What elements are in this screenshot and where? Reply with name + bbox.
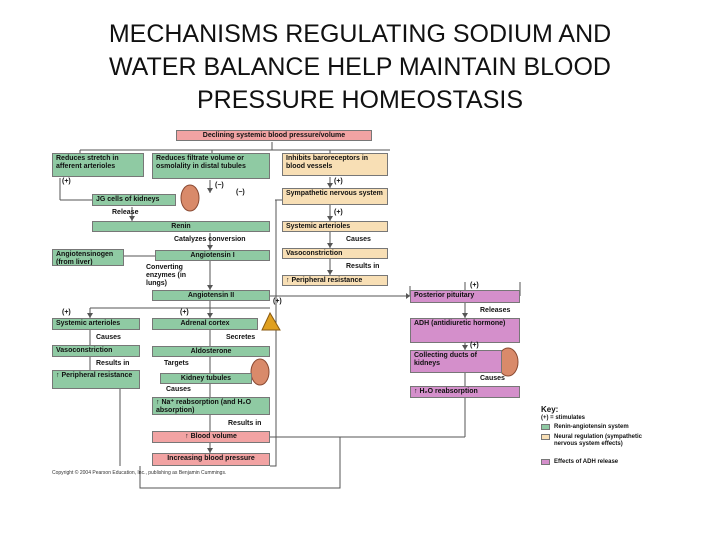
title-line-3: PRESSURE HOMEOSTASIS: [197, 86, 523, 114]
label-plus-2: (+): [334, 178, 343, 185]
label-secretes: Secretes: [226, 334, 256, 341]
label-minus-2: (−): [236, 189, 245, 196]
box-angiotensin-1: Angiotensin I: [155, 250, 270, 261]
kidney-illustration-2: [250, 358, 270, 386]
box-sympathetic: Sympathetic nervous system: [282, 188, 388, 205]
label-targets: Targets: [164, 360, 189, 367]
box-collecting-ducts: Collecting ducts of kidneys: [410, 350, 502, 373]
box-adh: ADH (antidiuretic hormone): [410, 318, 520, 343]
box-systemic-arterioles-right: Systemic arterioles: [282, 221, 388, 232]
label-causes-2: Causes: [96, 334, 121, 341]
label-causes-4: Causes: [166, 386, 191, 393]
label-catalyzes: Catalyzes conversion: [174, 236, 246, 243]
box-declining-pressure: Declining systemic blood pressure/volume: [176, 130, 372, 141]
box-aldosterone: Aldosterone: [152, 346, 270, 357]
title-line-1: MECHANISMS REGULATING SODIUM AND: [108, 20, 612, 48]
kidney-illustration-1: [180, 184, 200, 212]
box-inhibits-baroreceptors: Inhibits baroreceptors in blood vessels: [282, 153, 388, 176]
label-minus-1: (−): [215, 182, 224, 189]
box-kidney-tubules: Kidney tubules: [160, 373, 252, 384]
label-results-in-2: Results in: [96, 360, 130, 367]
box-angiotensinogen: Angiotensinogen (from liver): [52, 249, 124, 266]
label-releases: Releases: [480, 307, 511, 314]
key-stimulates: (+) = stimulates: [541, 415, 586, 421]
box-systemic-arterioles-left: Systemic arterioles: [52, 318, 140, 330]
box-posterior-pituitary: Posterior pituitary: [410, 290, 520, 303]
box-vasoconstriction-left: Vasoconstriction: [52, 345, 140, 357]
box-peripheral-resistance-right: ↑ Peripheral resistance: [282, 275, 388, 286]
label-plus-7: (+): [180, 309, 189, 316]
label-release: Release: [112, 209, 139, 216]
label-plus-3: (+): [334, 209, 343, 216]
box-h2o-reabsorption: ↑ H₂O reabsorption: [410, 386, 520, 398]
key-label-adh: Effects of ADH release: [554, 459, 619, 465]
label-results-in-3: Results in: [228, 420, 262, 427]
label-causes-3: Causes: [480, 375, 505, 382]
title-line-2: WATER BALANCE HELP MAINTAIN BLOOD: [109, 53, 611, 81]
label-plus-4: (+): [470, 282, 479, 289]
label-plus-5: (+): [273, 298, 282, 305]
label-converting-enzymes: Converting enzymes (in lungs): [146, 264, 187, 287]
box-na-reabsorption: ↑ Na⁺ reabsorption (and H₂O absorption): [152, 397, 270, 415]
label-plus-1: (+): [62, 178, 71, 185]
key-label-renin: Renin-angiotensin system: [554, 424, 629, 430]
key-label-neural: Neural regulation (sympathetic nervous s…: [554, 434, 643, 447]
label-results-in-1: Results in: [346, 263, 380, 270]
box-jg-cells: JG cells of kidneys: [92, 194, 176, 206]
box-peripheral-resistance-left: ↑ Peripheral resistance: [52, 370, 140, 389]
label-plus-6: (+): [62, 309, 71, 316]
adrenal-illustration: [261, 311, 281, 331]
label-causes-1: Causes: [346, 236, 371, 243]
box-blood-volume: ↑ Blood volume: [152, 431, 270, 443]
box-adrenal-cortex: Adrenal cortex: [152, 318, 258, 330]
box-increasing-pressure: Increasing blood pressure: [152, 453, 270, 466]
box-angiotensin-2: Angiotensin II: [152, 290, 270, 301]
key-title: Key:: [541, 405, 559, 414]
slide-title: MECHANISMS REGULATING SODIUM AND WATER B…: [0, 18, 720, 117]
label-plus-8: (+): [470, 342, 479, 349]
box-vasoconstriction-right: Vasoconstriction: [282, 248, 388, 259]
copyright: Copyright © 2004 Pearson Education, Inc.…: [52, 470, 227, 476]
key-swatch-adh: [541, 459, 550, 465]
box-reduces-filtrate: Reduces filtrate volume or osmolality in…: [152, 153, 270, 179]
key-swatch-renin: [541, 424, 550, 430]
box-reduces-stretch: Reduces stretch in afferent arterioles: [52, 153, 144, 177]
key-swatch-neural: [541, 434, 550, 440]
box-renin: Renin: [92, 221, 270, 232]
